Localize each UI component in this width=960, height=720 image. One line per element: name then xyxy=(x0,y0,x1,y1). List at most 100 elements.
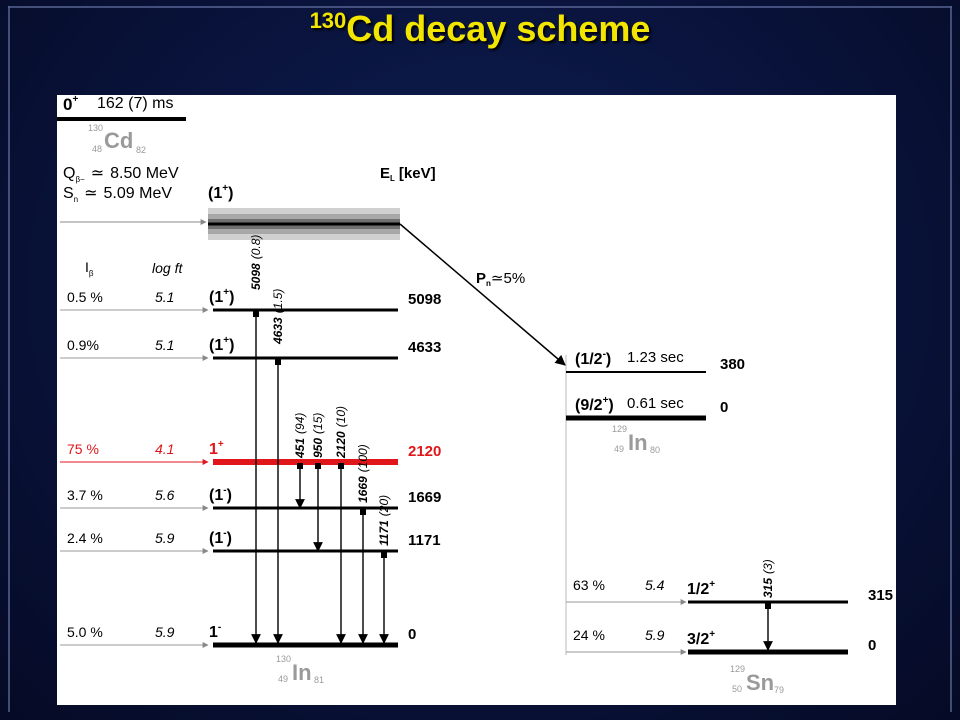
q-value-label: Qβ−≃8.50 MeV xyxy=(63,165,179,184)
ib-header: Iβ xyxy=(85,259,94,278)
beta-intensity: 2.4 % xyxy=(67,530,103,546)
frame-top-line xyxy=(8,6,952,8)
level-energy: 380 xyxy=(720,356,745,373)
log-ft-value: 5.1 xyxy=(155,337,174,353)
level-halflife: 0.61 sec xyxy=(627,395,684,412)
gamma-950: 950(15) xyxy=(311,413,325,552)
continuum-band: (1+) xyxy=(60,183,400,240)
in130-level-0: 1- 0 5.0 % 5.9 xyxy=(60,622,416,648)
log-ft-value: 5.9 xyxy=(155,624,175,640)
beta-intensity: 0.5 % xyxy=(67,289,103,305)
beta-intensity: 24 % xyxy=(573,627,605,643)
parent-symbol: Cd xyxy=(104,128,133,153)
frame-right-line xyxy=(950,6,952,712)
log-ft-value: 5.4 xyxy=(645,577,665,593)
sn129-z: 50 xyxy=(732,684,742,694)
level-spin: (9/2+) xyxy=(575,395,614,414)
gamma-1669: 1669(100) xyxy=(356,444,370,644)
level-spin: (1+) xyxy=(209,287,234,306)
beta-intensity: 3.7 % xyxy=(67,487,103,503)
sn129-symbol: Sn xyxy=(746,670,774,695)
gamma-start-marker xyxy=(297,463,303,469)
log-ft-value: 4.1 xyxy=(155,441,174,457)
gamma-5098: 5098(0.8) xyxy=(249,235,263,644)
gamma-start-marker xyxy=(253,311,259,317)
title-text: Cd decay scheme xyxy=(346,8,651,49)
log-ft-value: 5.9 xyxy=(645,627,665,643)
sn129-level-0: 3/2+ 0 24 % 5.9 xyxy=(566,627,876,655)
sn129-level-315: 1/2+ 315 63 % 5.4 xyxy=(566,577,893,605)
in130-gammas: 5098(0.8) 4633(1.5) 451(94) 950(15) 2120(10)… xyxy=(249,235,391,644)
level-spin: (1+) xyxy=(209,335,234,354)
in129-level-0: (9/2+) 0.61 sec 0 xyxy=(566,395,728,421)
in130-level-2120: 1+ 2120 75 % 4.1 xyxy=(60,439,441,465)
level-energy: 5098 xyxy=(408,291,441,308)
parent-cd130: 0+ 162 (7) ms 130 48 Cd 82 Qβ−≃8.50 MeV … xyxy=(57,94,186,204)
level-energy: 1171 xyxy=(408,532,441,549)
gamma-start-marker xyxy=(315,463,321,469)
gamma-start-marker xyxy=(765,603,771,609)
continuum-spin: (1+) xyxy=(208,183,233,202)
frame-left-line xyxy=(8,6,10,712)
level-spin: (1/2-) xyxy=(575,349,611,368)
beta-intensity: 75 % xyxy=(67,441,99,457)
in129-mass: 129 xyxy=(612,424,627,434)
slide-title: 130Cd decay scheme xyxy=(0,8,960,50)
gamma-label: 5098(0.8) xyxy=(249,235,263,290)
in129-levels: (1/2-) 1.23 sec 380 (9/2+) 0.61 sec 0 xyxy=(566,349,745,421)
gamma-label: 1669(100) xyxy=(356,444,370,503)
level-energy: 0 xyxy=(868,637,876,654)
delayed-neutron-arrow xyxy=(399,223,566,366)
gamma-315-sn: 315(3) xyxy=(761,559,775,651)
in130-level-5098: (1+) 5098 0.5 % 5.1 xyxy=(60,287,441,313)
level-spin: 1+ xyxy=(209,439,224,458)
level-energy: 0 xyxy=(720,399,728,416)
in129-level-380: (1/2-) 1.23 sec 380 xyxy=(566,349,745,373)
gamma-451: 451(94) xyxy=(293,413,307,509)
sn129-nucleus-label: 129 50 Sn 79 xyxy=(730,664,784,695)
pn-label: Pn≃5% xyxy=(476,270,525,288)
level-spin: (1-) xyxy=(209,485,232,504)
level-energy: 2120 xyxy=(408,443,441,460)
in130-n: 81 xyxy=(314,675,324,685)
sn129-levels: 1/2+ 315 63 % 5.4 3/2+ 0 24 % 5.9 315(3) xyxy=(566,559,893,655)
level-spin: 3/2+ xyxy=(687,629,715,648)
sn129-n: 79 xyxy=(774,685,784,695)
in130-symbol: In xyxy=(292,660,312,685)
beta-intensity: 5.0 % xyxy=(67,624,103,640)
parent-n: 82 xyxy=(136,145,146,155)
level-spin: 1/2+ xyxy=(687,579,715,598)
in129-z: 49 xyxy=(614,444,624,454)
parent-mass: 130 xyxy=(88,123,103,133)
parent-z: 48 xyxy=(92,144,102,154)
parent-spin: 0+ xyxy=(63,95,78,114)
gamma-label: 315(3) xyxy=(761,559,775,598)
sn129-mass: 129 xyxy=(730,664,745,674)
level-halflife: 1.23 sec xyxy=(627,349,684,366)
logft-header: log ft xyxy=(152,260,183,276)
log-ft-value: 5.6 xyxy=(155,487,175,503)
gamma-start-marker xyxy=(360,509,366,515)
gamma-label: 1171(20) xyxy=(377,495,391,546)
level-energy: 315 xyxy=(868,587,893,604)
in130-nucleus-label: 130 49 In 81 xyxy=(276,654,324,685)
decay-scheme-panel: 0+ 162 (7) ms 130 48 Cd 82 Qβ−≃8.50 MeV … xyxy=(57,94,896,705)
in129-n: 80 xyxy=(650,445,660,455)
gamma-label: 451(94) xyxy=(293,413,307,459)
gamma-label: 4633(1.5) xyxy=(271,289,285,345)
beta-intensity: 63 % xyxy=(573,577,605,593)
gamma-2120: 2120(10) xyxy=(334,406,348,644)
in129-nucleus-label: 129 49 In 80 xyxy=(612,424,660,455)
level-spin: 1- xyxy=(209,622,221,641)
level-energy: 0 xyxy=(408,626,416,643)
in130-mass: 130 xyxy=(276,654,291,664)
level-spin: (1-) xyxy=(209,528,232,547)
parent-halflife: 162 (7) ms xyxy=(97,95,173,112)
in130-z: 49 xyxy=(278,674,288,684)
beta-intensity: 0.9% xyxy=(67,337,99,353)
gamma-start-marker xyxy=(381,552,387,558)
log-ft-value: 5.1 xyxy=(155,289,174,305)
